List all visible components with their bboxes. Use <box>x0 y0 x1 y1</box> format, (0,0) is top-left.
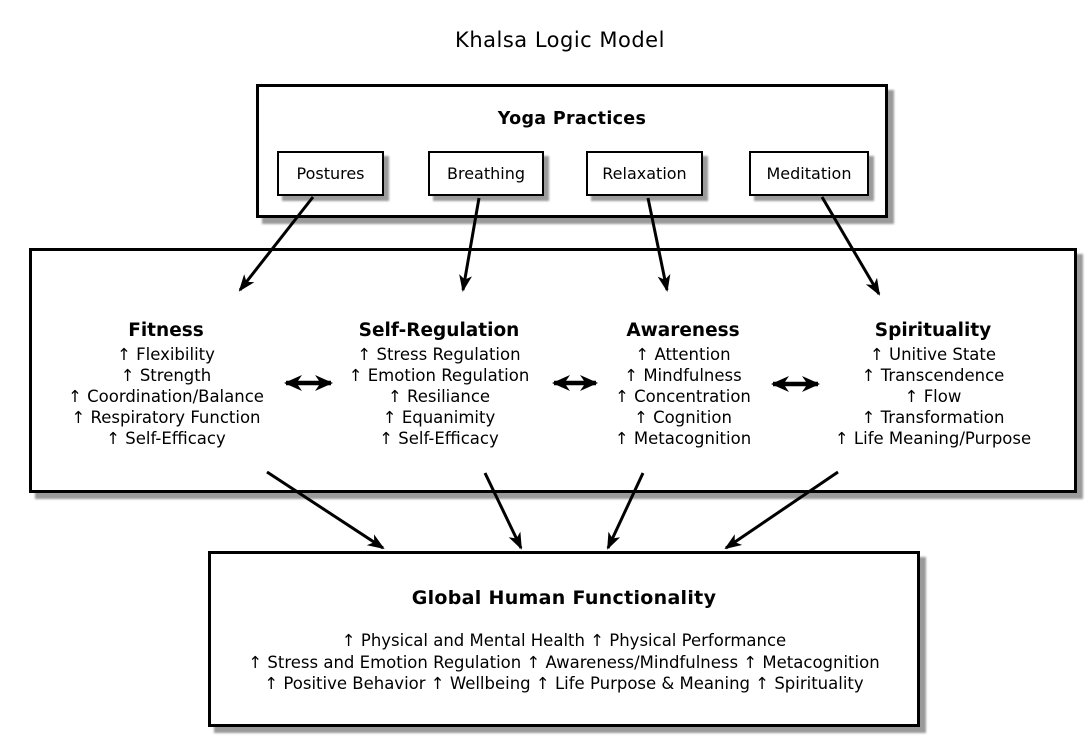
construct-item: ↑ Resiliance <box>387 387 491 406</box>
construct-item: ↑ Emotion Regulation <box>348 366 530 385</box>
construct-title: Self-Regulation <box>358 320 520 341</box>
construct-item: ↑ Self-Efficacy <box>106 429 226 448</box>
construct-item: ↑ Self-Efficacy <box>379 429 499 448</box>
outcome-lines: ↑ Physical and Mental Health ↑ Physical … <box>211 630 917 695</box>
diagram-title: Khalsa Logic Model <box>455 28 665 52</box>
construct-item: ↑ Stress Regulation <box>357 345 521 364</box>
practice-label: Breathing <box>446 164 525 183</box>
practice-label: Meditation <box>766 164 852 183</box>
construct-item: ↑ Attention <box>635 345 731 364</box>
construct-awareness: Awareness ↑ Attention ↑ Mindfulness ↑ Co… <box>543 319 823 449</box>
construct-item: ↑ Coordination/Balance <box>68 387 264 406</box>
outcome-line: ↑ Positive Behavior ↑ Wellbeing ↑ Life P… <box>264 674 864 693</box>
construct-item: ↑ Equanimity <box>382 408 496 427</box>
practice-box-postures: Postures <box>277 151 384 196</box>
practice-label: Relaxation <box>602 164 687 183</box>
construct-spirituality: Spirituality ↑ Unitive State ↑ Transcend… <box>793 319 1073 449</box>
construct-item: ↑ Transformation <box>861 408 1005 427</box>
construct-item: ↑ Cognition <box>634 408 732 427</box>
construct-item: ↑ Life Meaning/Purpose <box>834 429 1032 448</box>
construct-title: Spirituality <box>874 320 992 341</box>
outcome-line: ↑ Stress and Emotion Regulation ↑ Awaren… <box>248 652 880 672</box>
practice-label: Postures <box>296 164 365 183</box>
construct-item: ↑ Mindfulness <box>624 366 742 385</box>
outcome-title: Global Human Functionality <box>411 587 717 609</box>
construct-title: Awareness <box>626 320 740 341</box>
practice-box-breathing: Breathing <box>428 151 544 196</box>
yoga-practices-title: Yoga Practices <box>497 109 647 129</box>
construct-item: ↑ Flexibility <box>117 345 215 364</box>
construct-title: Fitness <box>128 320 204 341</box>
constructs-box: Fitness ↑ Flexibility ↑ Strength ↑ Coord… <box>29 248 1077 493</box>
construct-item: ↑ Concentration <box>615 387 751 406</box>
construct-fitness: Fitness ↑ Flexibility ↑ Strength ↑ Coord… <box>26 319 306 449</box>
construct-self-regulation: Self-Regulation ↑ Stress Regulation ↑ Em… <box>299 319 579 449</box>
construct-item: ↑ Respiratory Function <box>71 408 261 427</box>
construct-item: ↑ Strength <box>120 366 212 385</box>
outcome-box: Global Human Functionality ↑ Physical an… <box>208 551 920 727</box>
yoga-practices-box: Yoga Practices Postures Breathing Relaxa… <box>256 84 888 218</box>
outcome-line: ↑ Physical and Mental Health ↑ Physical … <box>341 631 787 650</box>
practice-box-relaxation: Relaxation <box>586 151 703 196</box>
construct-item: ↑ Flow <box>904 387 962 406</box>
construct-item: ↑ Transcendence <box>861 366 1005 385</box>
construct-item: ↑ Unitive State <box>869 345 997 364</box>
construct-item: ↑ Metacognition <box>614 429 752 448</box>
practice-box-meditation: Meditation <box>749 151 869 196</box>
